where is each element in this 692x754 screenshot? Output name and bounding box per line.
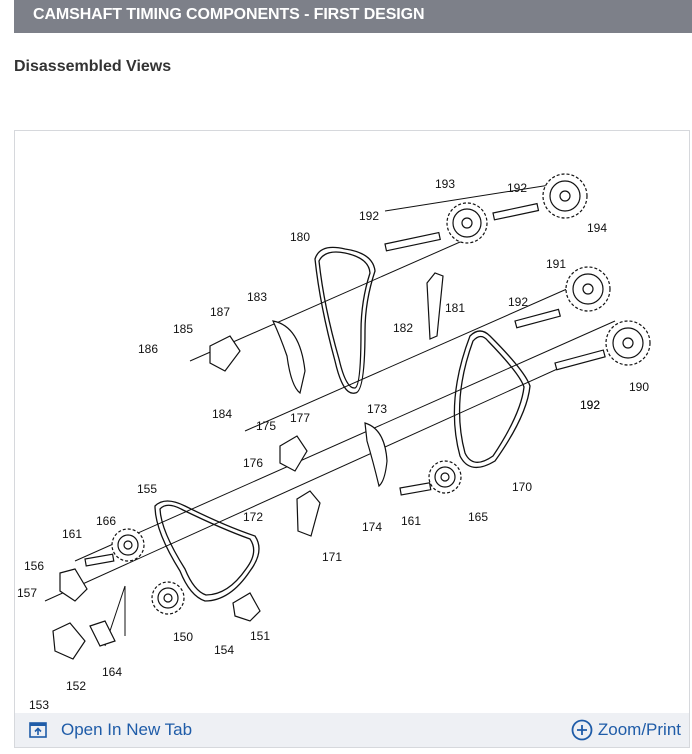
open-in-new-tab-link[interactable]: Open In New Tab: [29, 719, 192, 741]
sprocket-194: [542, 173, 588, 219]
chain-guides-and-tensioners: [52, 272, 444, 660]
callout-156: 156: [24, 559, 44, 573]
callout-161-a: 161: [401, 514, 421, 528]
primary-chain-170: [453, 330, 531, 468]
callout-177: 177: [290, 411, 310, 425]
section-title: CAMSHAFT TIMING COMPONENTS - FIRST DESIG…: [33, 6, 425, 23]
sprocket-190: [605, 320, 651, 366]
callout-173: 173: [367, 402, 387, 416]
lower-chain-155-inner: [159, 504, 255, 596]
zoom-plus-icon: [571, 719, 593, 741]
callout-172: 172: [243, 510, 263, 524]
callout-192-c: 192: [508, 295, 528, 309]
callout-152: 152: [66, 679, 86, 693]
sprocket-150: [151, 581, 185, 615]
callout-182: 182: [393, 321, 413, 335]
callout-150: 150: [173, 630, 193, 644]
part-callouts: 193 192 194 192 180 191 192 181 183 187 …: [17, 177, 649, 712]
lower-chain-155: [154, 500, 260, 602]
assembly-axis-lines: [44, 180, 616, 647]
open-new-tab-icon: [29, 722, 47, 738]
callout-161-b: 161: [62, 527, 82, 541]
callout-157: 157: [17, 586, 37, 600]
sprocket-165: [428, 460, 462, 494]
callout-187: 187: [210, 305, 230, 319]
callout-165: 165: [468, 510, 488, 524]
callout-174: 174: [362, 520, 382, 534]
callout-185: 185: [173, 322, 193, 336]
callout-186: 186: [138, 342, 158, 356]
callout-193: 193: [435, 177, 455, 191]
zoom-print-label: Zoom/Print: [597, 720, 681, 739]
sprocket-166: [111, 528, 145, 562]
callout-151: 151: [250, 629, 270, 643]
callout-192-b: 192: [359, 209, 379, 223]
camshaft-bolts: [84, 202, 606, 567]
callout-181: 181: [445, 301, 465, 315]
callout-184: 184: [212, 407, 232, 421]
timing-components-diagram[interactable]: 193 192 194 192 180 191 192 181 183 187 …: [15, 131, 689, 713]
callout-192-a: 192: [507, 181, 527, 195]
callout-194: 194: [587, 221, 607, 235]
sprocket-193: [446, 202, 488, 244]
callout-175: 175: [256, 419, 276, 433]
callout-166: 166: [96, 514, 116, 528]
zoom-print-link[interactable]: Zoom/Print: [571, 718, 681, 742]
callout-171: 171: [322, 550, 342, 564]
callout-153: 153: [29, 698, 49, 712]
callout-180: 180: [290, 230, 310, 244]
callout-183: 183: [247, 290, 267, 304]
callout-176: 176: [243, 456, 263, 470]
upper-chain-180-inner: [318, 251, 371, 389]
callout-164: 164: [102, 665, 122, 679]
callout-170: 170: [512, 480, 532, 494]
section-header-bar: CAMSHAFT TIMING COMPONENTS - FIRST DESIG…: [14, 0, 692, 33]
figure-footer: Open In New Tab Zoom/Print: [15, 713, 689, 747]
callout-191: 191: [546, 257, 566, 271]
callout-192-e: 192: [580, 398, 600, 412]
callout-155: 155: [137, 482, 157, 496]
section-subtitle: Disassembled Views: [14, 58, 172, 75]
figure-container: 193 192 194 192 180 191 192 181 183 187 …: [14, 130, 690, 748]
callout-192-d: 192: [580, 398, 600, 412]
upper-chain-180: [314, 246, 376, 394]
primary-chain-170-inner: [458, 335, 525, 463]
callout-190: 190: [629, 380, 649, 394]
open-in-new-tab-label: Open In New Tab: [61, 720, 193, 739]
sprocket-191: [565, 266, 611, 312]
callout-154: 154: [214, 643, 234, 657]
